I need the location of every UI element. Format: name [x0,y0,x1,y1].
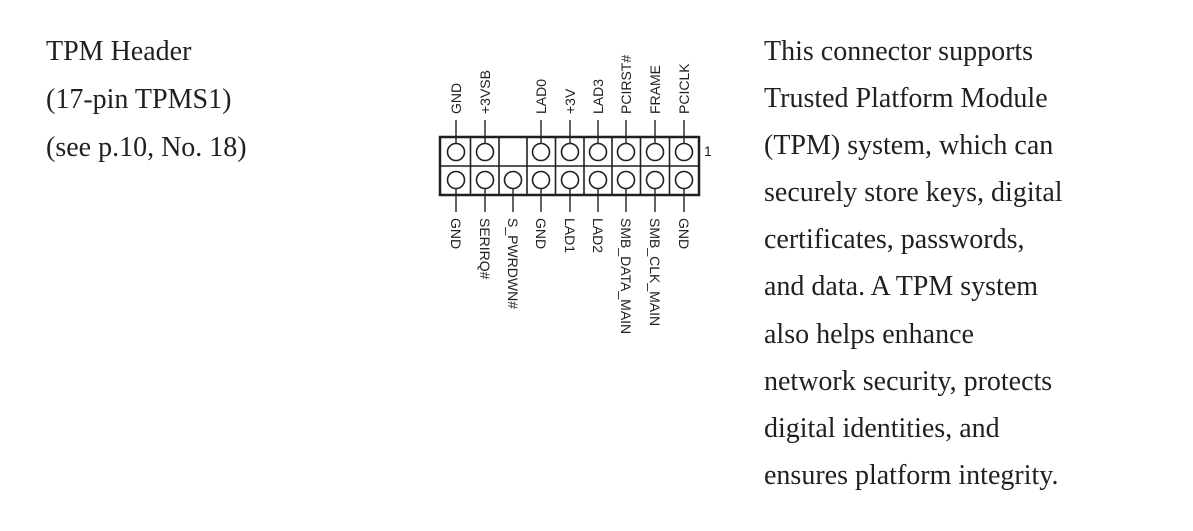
pin-circle [674,142,694,162]
pin-circle [674,170,694,190]
connector-subtitle: (17-pin TPMS1) [46,84,232,115]
description-line: This connector supports [764,36,1034,67]
description-line: securely store keys, digital [764,177,1063,209]
pin1-marker: 1 [704,143,712,159]
pin-circle [446,142,466,162]
pin-label-bottom: GND [448,218,464,249]
pin-label-bottom: LAD1 [562,218,578,253]
pin-circle [560,170,580,190]
pin-label-bottom: S_PWRDWN# [505,218,521,309]
pin-label-top: LAD0 [533,79,549,114]
description-line: (TPM) system, which can [764,130,1054,162]
description-line: certificates, passwords, [764,224,1025,256]
description-line: and data. A TPM system [764,271,1039,303]
pin-label-bottom: GND [533,218,549,249]
pin-circle [616,170,636,190]
description-line: digital identities, and [764,412,1000,444]
description-line: Trusted Platform Module [764,83,1048,115]
pin-label-top: +3V [562,88,578,114]
pin-circle [531,142,551,162]
pin-label-bottom: SMB_CLK_MAIN [647,218,663,326]
connector-heading: TPM Header (17-pin TPMS1) (see p.10, No.… [46,28,247,172]
pin-label-top: PCIRST# [618,55,634,114]
pin-label-bottom: GND [676,218,692,249]
pin-labels: GNDGND+3VSBSERIRQ#S_PWRDWN#LAD0GND+3VLAD… [448,55,692,335]
pin-label-top: LAD3 [590,79,606,114]
pin-circle [560,142,580,162]
connector-page-reference: (see p.10, No. 18) [46,132,247,163]
pin-circle [475,170,495,190]
pin-label-top: +3VSB [477,70,493,114]
pin-circle [588,170,608,190]
pin-label-top: PCICLK [676,63,692,114]
description-line: also helps enhance [764,318,974,350]
pin-circle [446,170,466,190]
pin-circle [645,170,665,190]
description-line: ensures platform integrity. [764,459,1059,491]
description-line: network security, protects [764,365,1053,397]
pin-circle [503,170,523,190]
header-body [438,120,701,212]
pin-circle [616,142,636,162]
pin-label-bottom: SMB_DATA_MAIN [618,218,634,334]
pin-circle [588,142,608,162]
pin-label-top: GND [448,83,464,114]
pin-label-top: FRAME [647,65,663,114]
pin-circle [531,170,551,190]
pin-label-bottom: LAD2 [590,218,606,253]
connector-description: This connector supports Trusted Platform… [764,28,1063,499]
connector-title: TPM Header [46,36,192,67]
pin-circle [645,142,665,162]
pin-label-bottom: SERIRQ# [477,218,493,280]
pin-circle [475,142,495,162]
